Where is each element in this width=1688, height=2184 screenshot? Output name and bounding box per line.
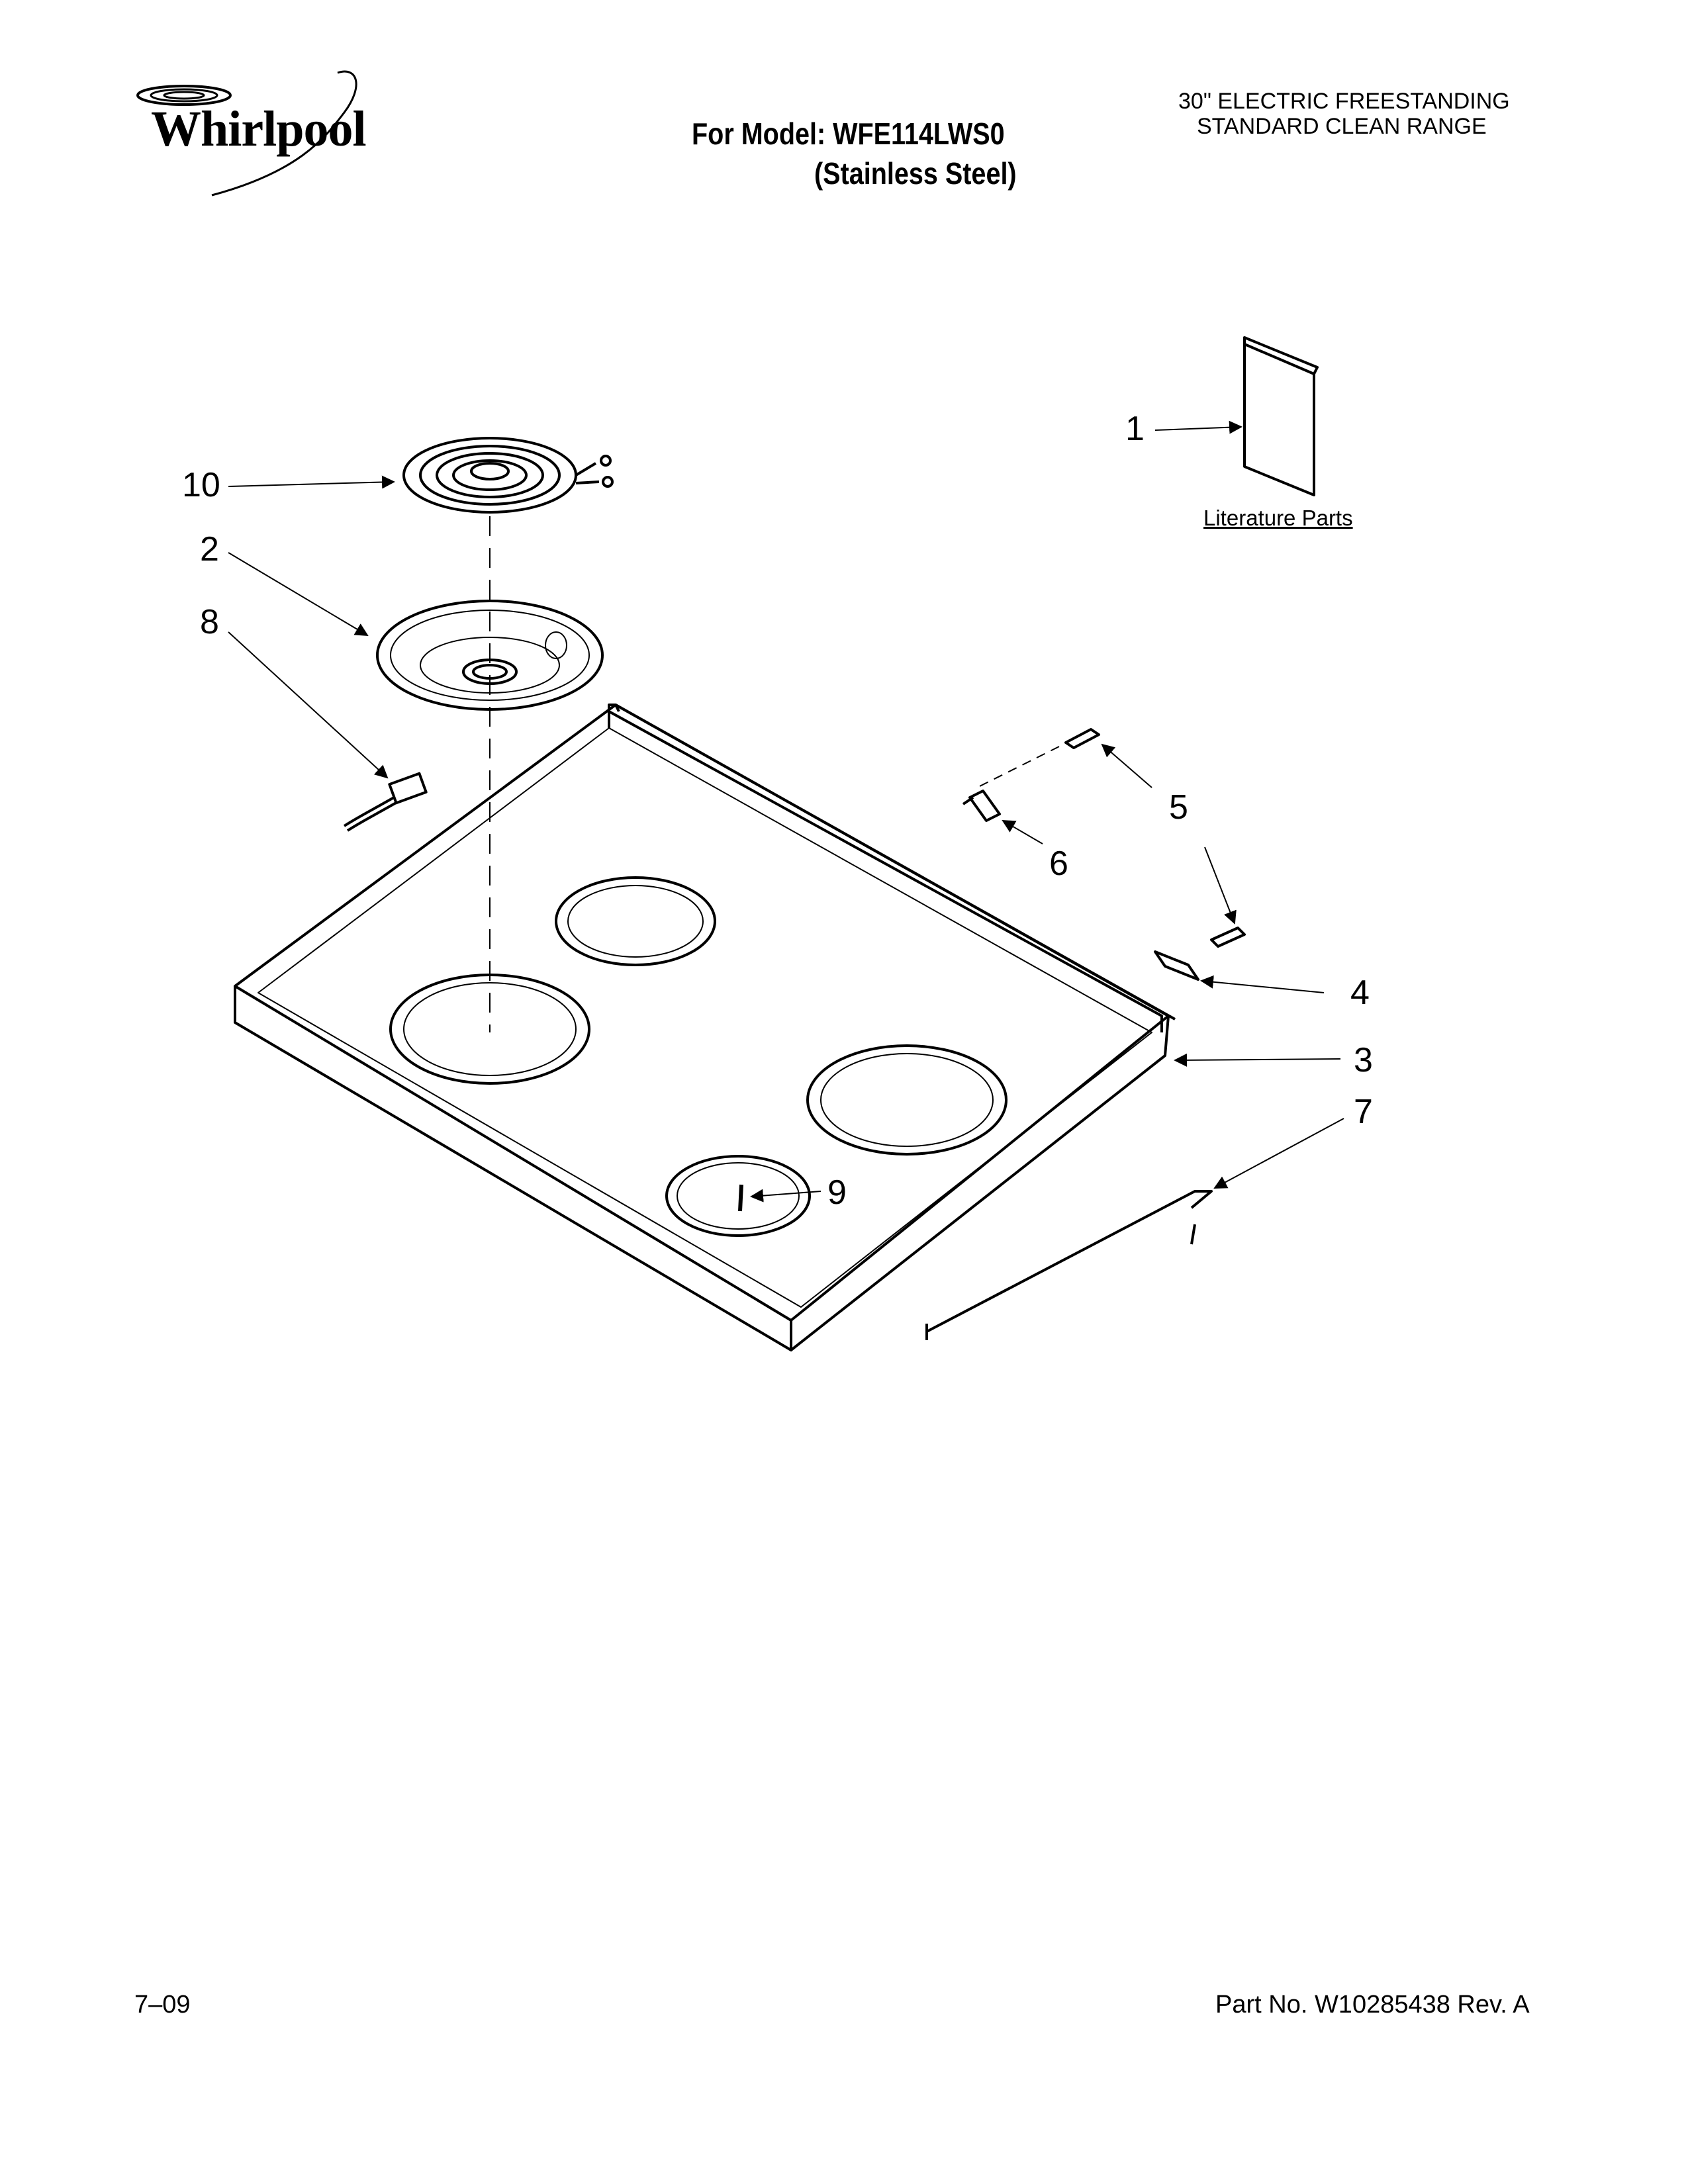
brand-wordmark: Whirlpool — [151, 101, 367, 157]
literature-parts-booklet — [1243, 336, 1319, 496]
burner-opening-rear-right — [806, 1044, 1008, 1156]
model-number: For Model: WFE114LWS0 — [692, 116, 1005, 151]
whirlpool-swirl-logo — [136, 70, 357, 197]
cooktop-backguard — [608, 704, 1176, 1021]
callout-7: 7 — [1354, 1093, 1373, 1131]
front-rail — [925, 1190, 1213, 1340]
bracket — [1154, 950, 1199, 981]
callout-2: 2 — [200, 530, 219, 569]
product-title-line2: STANDARD CLEAN RANGE — [1197, 114, 1487, 139]
revision-date: 7–09 — [134, 1991, 191, 2019]
callout-1: 1 — [1125, 410, 1145, 448]
callout-4: 4 — [1350, 974, 1370, 1012]
callout-3: 3 — [1354, 1041, 1373, 1079]
screw-burner — [738, 1184, 743, 1212]
finish-label: (Stainless Steel) — [814, 156, 1017, 191]
burner-opening-front-right — [665, 1155, 811, 1237]
callout-9: 9 — [827, 1173, 847, 1212]
clip — [968, 790, 1001, 822]
burner-opening-rear-left — [555, 876, 716, 966]
screw-upper — [979, 728, 1100, 787]
callout-8: 8 — [200, 603, 219, 641]
product-title-line1: 30" ELECTRIC FREESTANDING — [1178, 89, 1510, 114]
literature-parts-label: Literature Parts — [1203, 506, 1353, 530]
cooktop-panel — [234, 704, 1170, 1322]
surface-element-coil — [402, 437, 614, 514]
callout-10: 10 — [182, 466, 220, 504]
terminal-block — [343, 772, 428, 832]
callout-6: 6 — [1049, 844, 1068, 883]
part-number: Part No. W10285438 Rev. A — [1215, 1991, 1530, 2019]
callout-5: 5 — [1169, 788, 1188, 827]
screw-lower — [1210, 927, 1246, 948]
